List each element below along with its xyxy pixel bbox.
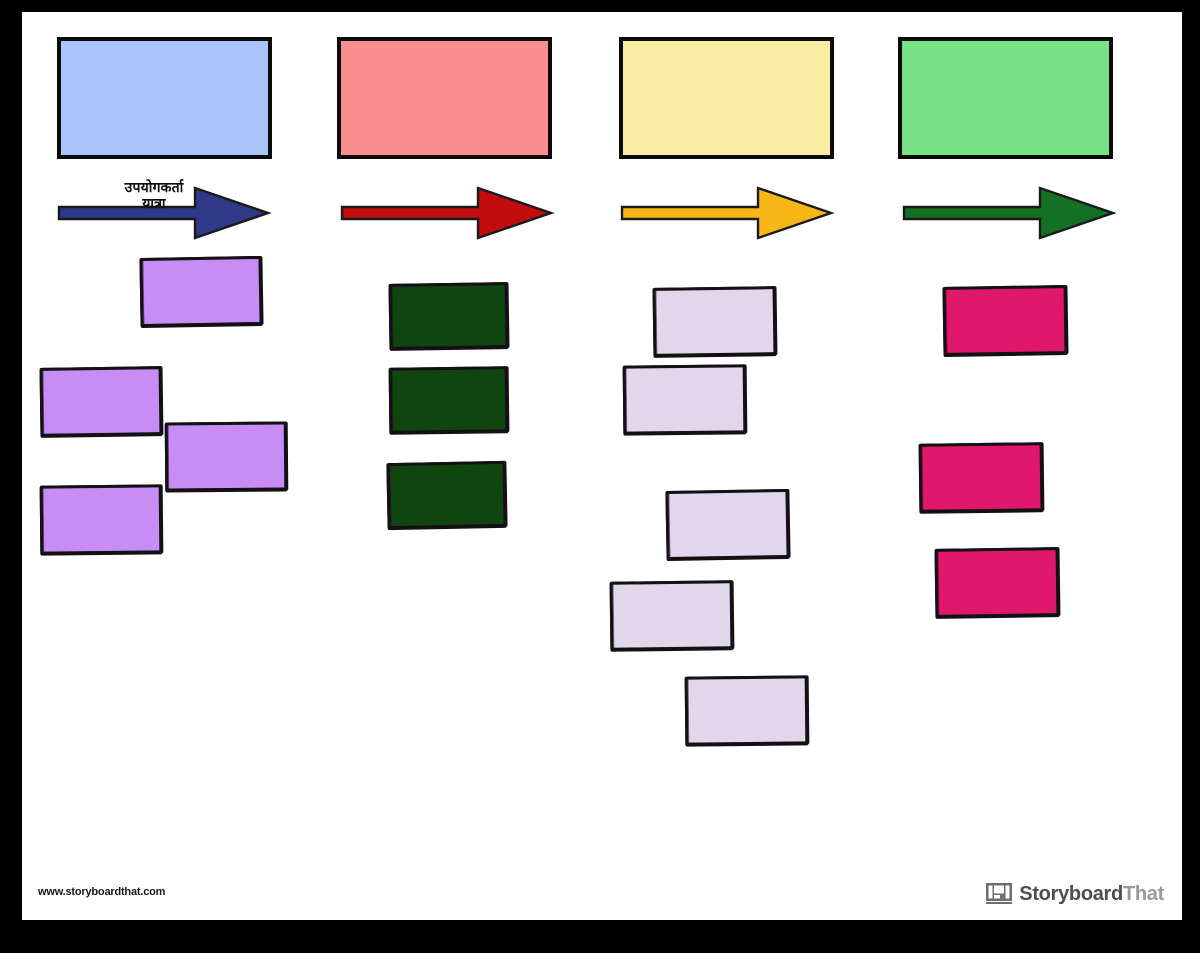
stage-header-4[interactable]	[898, 37, 1113, 159]
storyboardthat-logo: StoryboardThat	[986, 883, 1164, 904]
note-3-1[interactable]	[652, 286, 777, 357]
journey-arrow-1[interactable]	[57, 182, 272, 242]
journey-map-canvas: उपयोगकर्ता यात्रा www.storyboardthat.com…	[22, 12, 1182, 920]
brand-primary: Storyboard	[1019, 882, 1123, 905]
note-3-5[interactable]	[684, 675, 809, 746]
note-4-2[interactable]	[918, 442, 1044, 513]
stage-header-2[interactable]	[337, 37, 552, 159]
note-1-3[interactable]	[164, 421, 288, 492]
note-1-1[interactable]	[139, 255, 263, 328]
note-2-3[interactable]	[386, 460, 507, 530]
note-4-3[interactable]	[934, 547, 1060, 618]
note-4-1[interactable]	[942, 285, 1068, 356]
journey-arrow-4[interactable]	[902, 182, 1117, 242]
note-2-1[interactable]	[388, 282, 509, 350]
journey-arrow-2[interactable]	[340, 182, 555, 242]
note-2-2[interactable]	[388, 366, 509, 434]
stage-header-1[interactable]	[57, 37, 272, 159]
note-3-4[interactable]	[609, 580, 734, 651]
brand-secondary: That	[1122, 882, 1164, 905]
note-3-2[interactable]	[622, 364, 747, 435]
journey-arrow-1-label: उपयोगकर्ता यात्रा	[124, 179, 184, 212]
note-1-2[interactable]	[39, 366, 163, 437]
journey-arrow-3[interactable]	[620, 182, 835, 242]
footer-url: www.storyboardthat.com	[38, 886, 166, 898]
storyboard-panel-icon	[986, 883, 1013, 904]
note-3-3[interactable]	[665, 488, 790, 561]
brand-wordmark: StoryboardThat	[1019, 884, 1164, 904]
stage-header-3[interactable]	[619, 37, 834, 159]
note-1-4[interactable]	[39, 484, 163, 555]
